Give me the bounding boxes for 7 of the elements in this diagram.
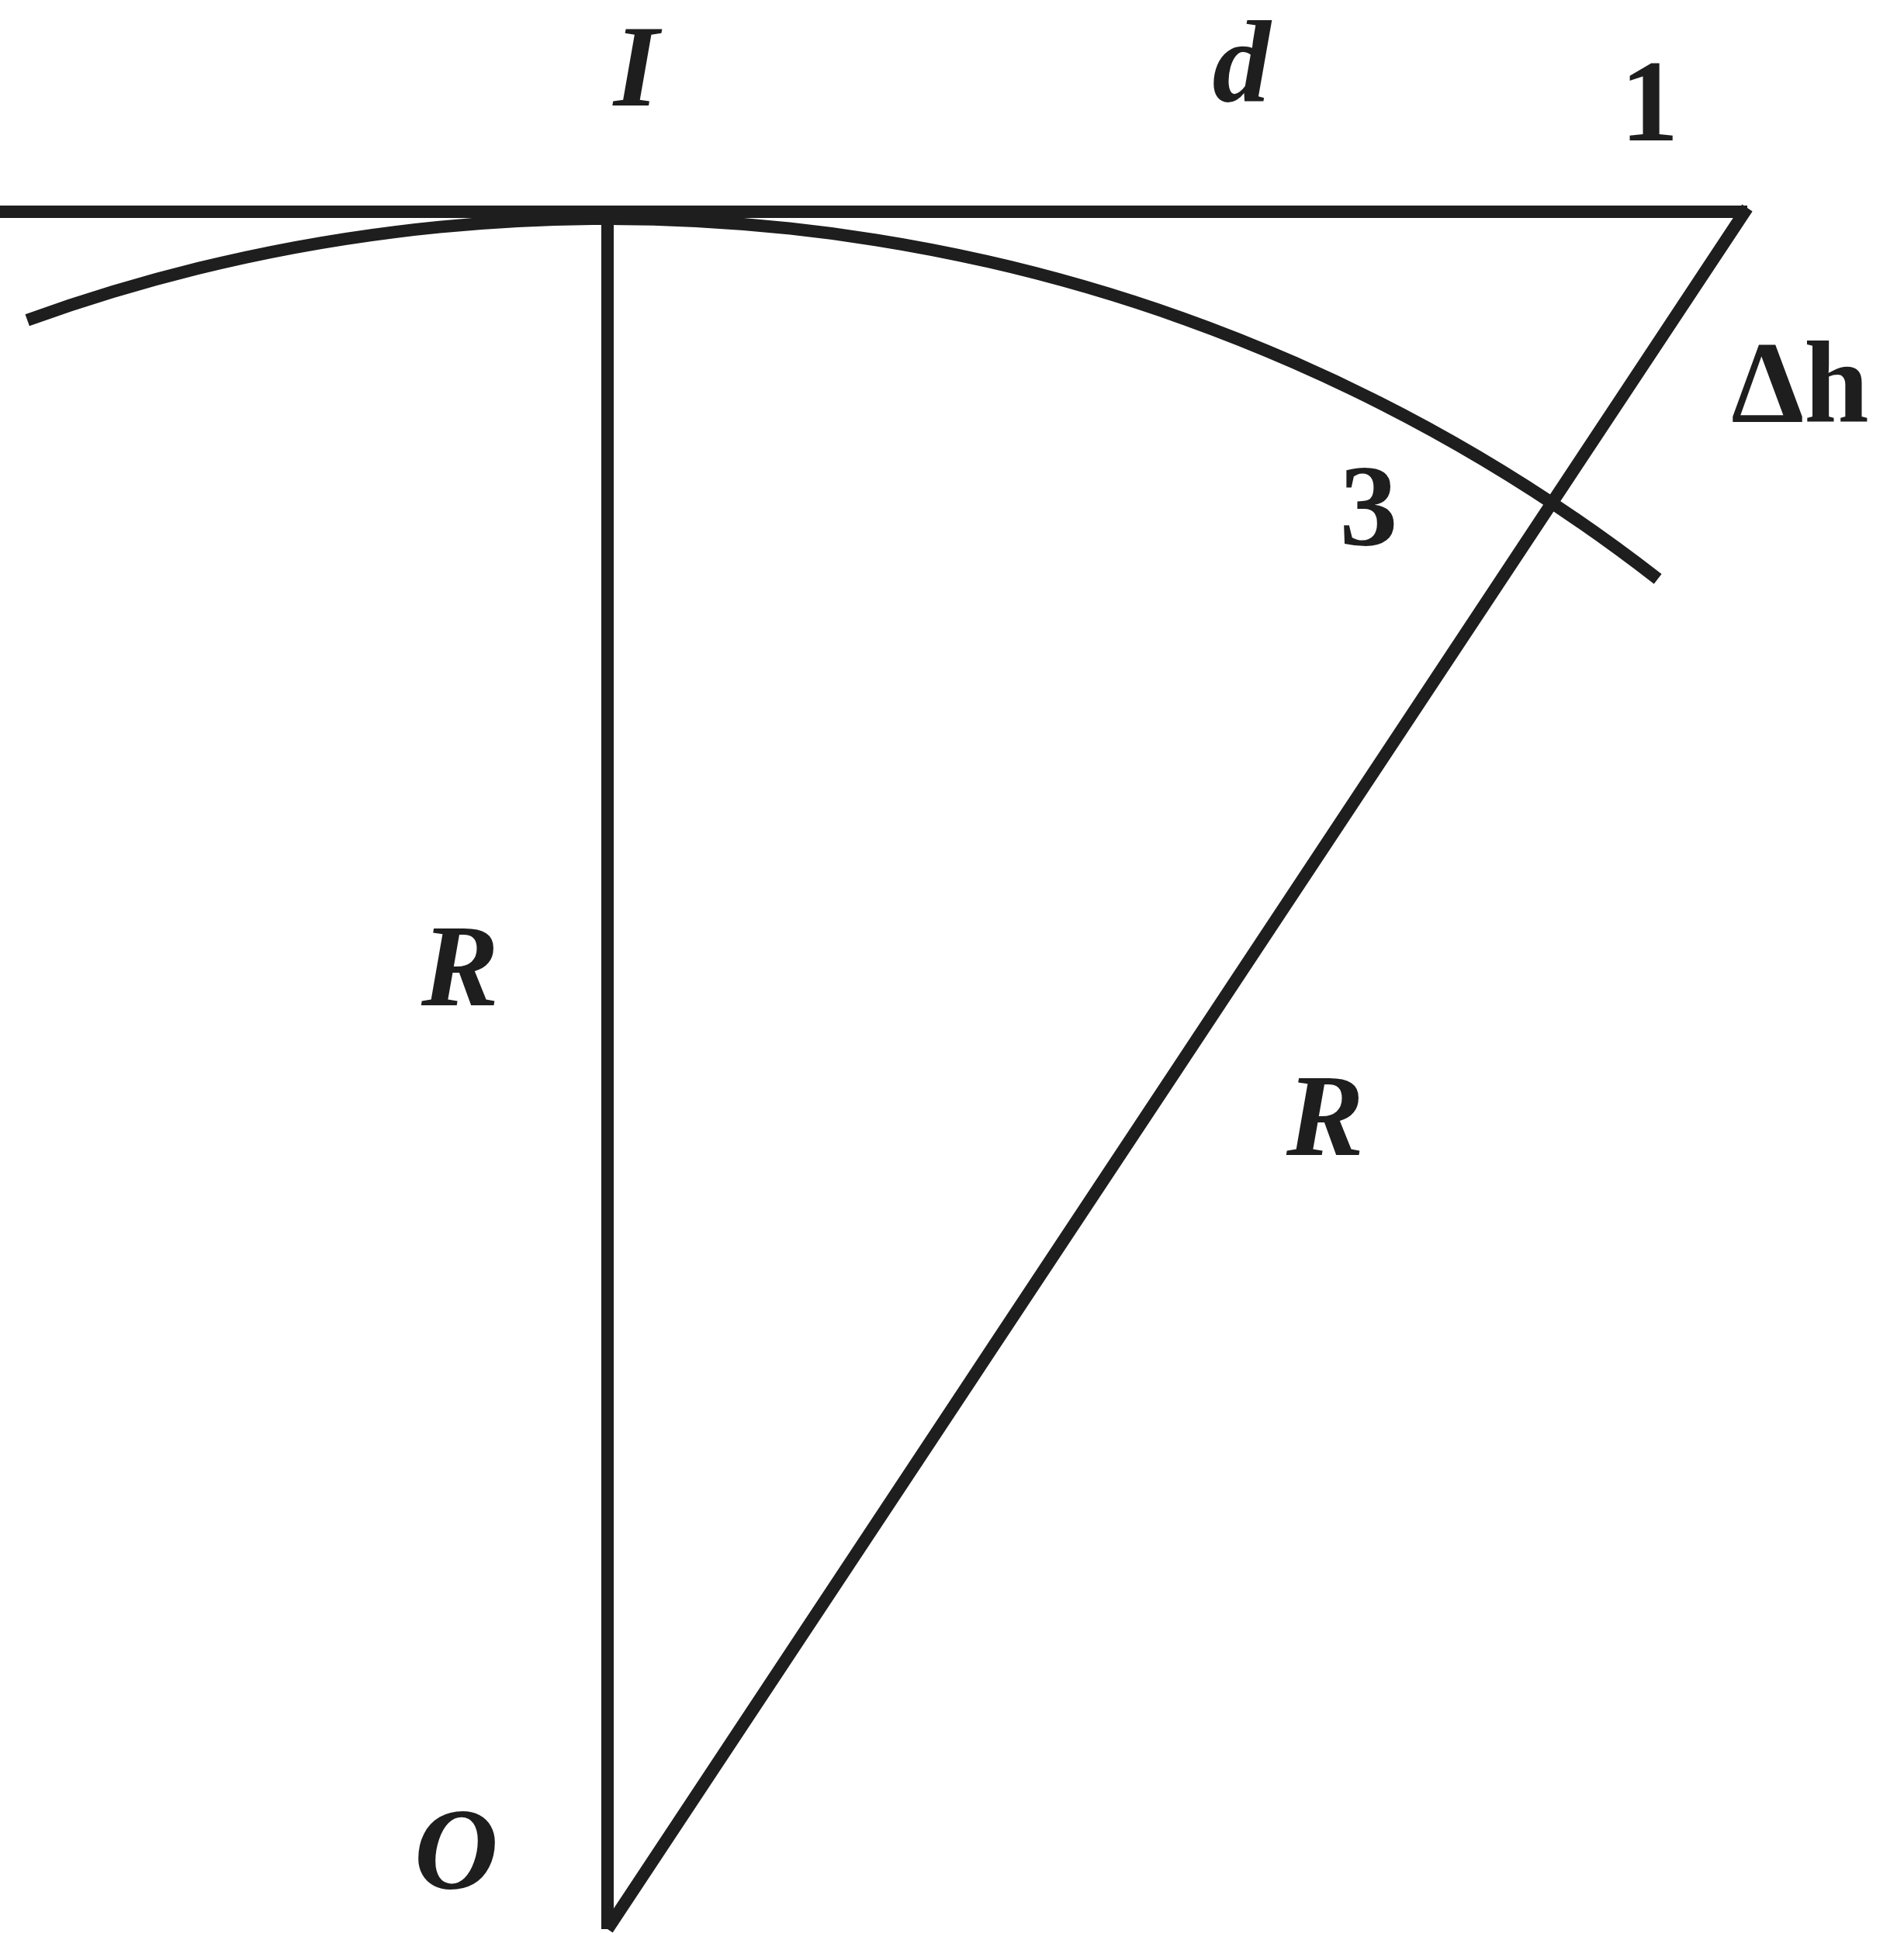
- radius-label: R: [421, 908, 500, 1024]
- radius-label: R: [1286, 1057, 1365, 1174]
- height-difference-label: Δh: [1731, 324, 1869, 441]
- center-point-label: O: [414, 1791, 499, 1907]
- distance-label: d: [1212, 4, 1271, 120]
- point-label: 3: [1339, 448, 1398, 564]
- point-label: 1: [1620, 43, 1679, 159]
